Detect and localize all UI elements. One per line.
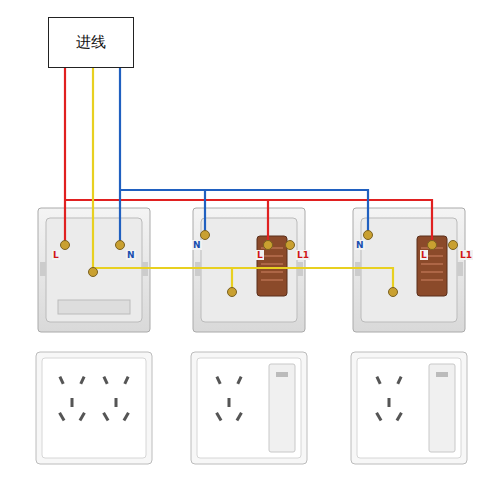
rocker-switch <box>269 364 295 452</box>
live-wire <box>65 68 432 245</box>
screw-terminal <box>61 241 70 250</box>
socket-back <box>353 208 465 332</box>
screw-terminal <box>364 231 373 240</box>
screw-terminal <box>201 231 210 240</box>
input-box: 进线 <box>48 17 134 68</box>
screw-terminal <box>286 241 295 250</box>
terminal-label: N <box>355 240 365 250</box>
socket-front <box>36 352 152 464</box>
socket-front <box>191 352 307 464</box>
screw-terminal <box>89 268 98 277</box>
screw-terminal <box>116 241 125 250</box>
screw-terminal <box>389 288 398 297</box>
terminal-label: L1 <box>459 250 473 260</box>
switch-body <box>257 236 287 296</box>
terminal-label: N <box>126 250 136 260</box>
socket-front <box>351 352 467 464</box>
rocker-switch <box>429 364 455 452</box>
terminal-label: L <box>420 250 428 260</box>
node-text: 进线 <box>76 33 106 52</box>
screw-terminal <box>428 241 437 250</box>
switch-body <box>417 236 447 296</box>
screw-terminal <box>228 288 237 297</box>
screw-terminal <box>449 241 458 250</box>
earth-wire <box>93 68 393 292</box>
terminal-label: L <box>256 250 264 260</box>
screw-terminal <box>264 241 273 250</box>
terminal-label: L <box>52 250 60 260</box>
terminal-label: N <box>192 240 202 250</box>
terminal-label: L1 <box>296 250 310 260</box>
neutral-wire <box>120 68 368 245</box>
socket-back <box>193 208 305 332</box>
